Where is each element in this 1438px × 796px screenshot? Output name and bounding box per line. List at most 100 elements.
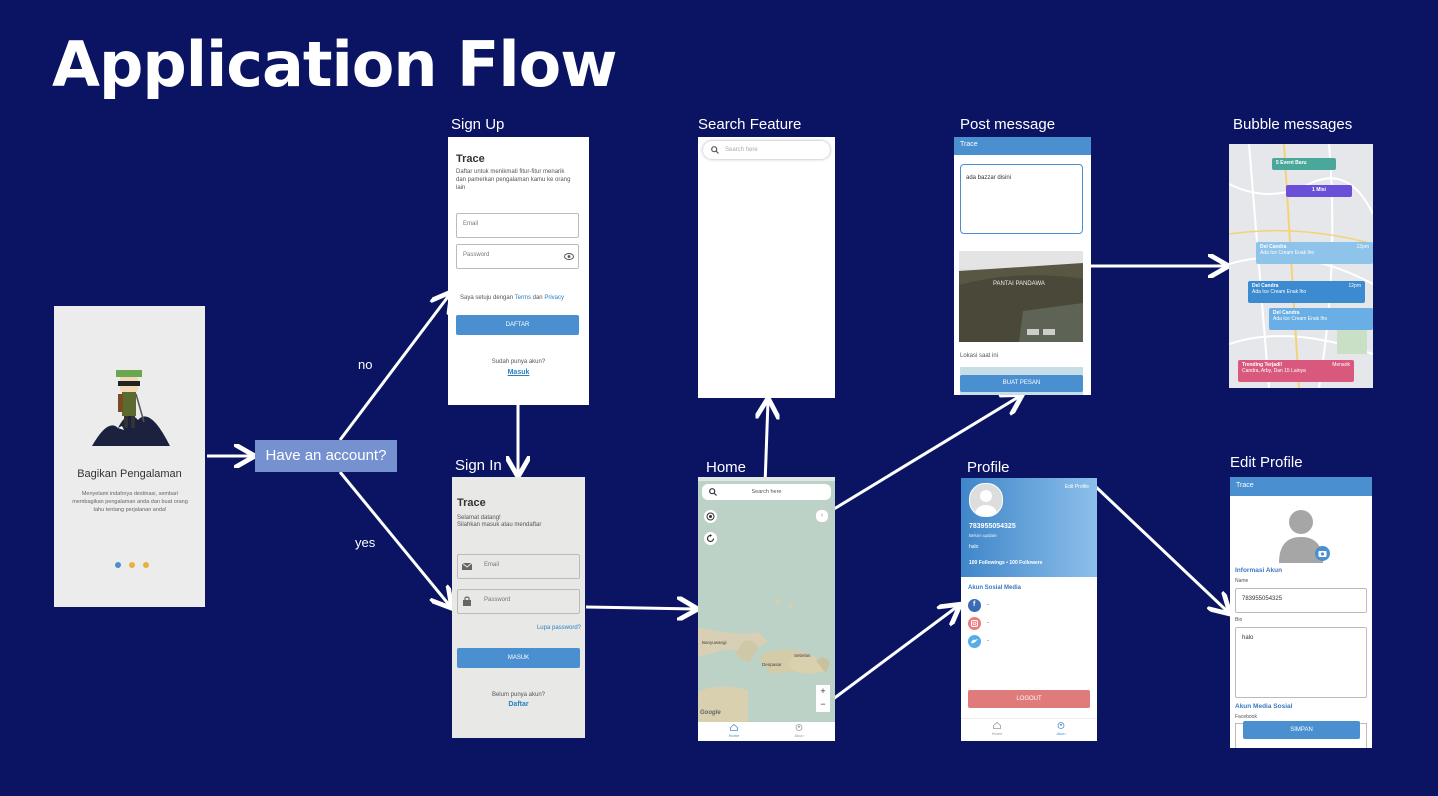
avatar-placeholder-icon — [975, 490, 997, 516]
signin-app-name: Trace — [457, 497, 486, 509]
label-edit-profile: Edit Profile — [1230, 454, 1303, 471]
social-media-title: Akun Sosial Media — [968, 585, 1022, 591]
instagram-icon[interactable] — [968, 617, 981, 630]
onboarding-dot-1[interactable] — [115, 562, 121, 568]
label-sign-up: Sign Up — [451, 116, 505, 133]
home-search-bar[interactable]: Search here — [702, 484, 831, 500]
signin-password-field[interactable]: Password — [457, 589, 580, 614]
zoom-in-button[interactable]: + — [820, 686, 826, 696]
onboarding-heading: Bagikan Pengalaman — [77, 468, 182, 480]
bubble-trending-text: Candra, Arby, Dan 15 Lainya — [1242, 368, 1306, 374]
bio-label: Bio — [1235, 617, 1243, 623]
signup-agree-text: Saya setuju dengan Terms dan Privacy — [460, 295, 564, 301]
bubble-3-text: Ada Ice Cream Enak lho — [1273, 316, 1328, 322]
bio-field[interactable]: halo — [1235, 627, 1367, 698]
logout-button[interactable]: LOGOUT — [968, 690, 1090, 708]
account-info-title: Informasi Akun — [1235, 567, 1283, 574]
edit-avatar-placeholder — [1279, 510, 1323, 563]
facebook-label: Facebook — [1235, 714, 1257, 720]
social-media-section-title: Akun Media Sosial — [1235, 703, 1293, 710]
label-search-feature: Search Feature — [698, 116, 802, 133]
bubble-trending-time: Menarik — [1332, 362, 1350, 368]
signup-screen: Trace Daftar untuk menikmati fitur-fitur… — [448, 137, 589, 405]
name-field[interactable]: 783955054325 — [1235, 588, 1367, 613]
masuk-link[interactable]: Masuk — [507, 369, 530, 376]
instagram-value: - — [987, 620, 989, 626]
onboarding-dot-3[interactable] — [143, 562, 149, 568]
arrow-signin-to-home — [585, 607, 695, 609]
nav-home-label: Home — [728, 733, 740, 738]
google-logo: Google — [700, 710, 721, 716]
home-bottom-nav: Home Akun — [698, 722, 835, 741]
eye-icon[interactable] — [564, 253, 574, 260]
privacy-link[interactable]: Privacy — [544, 295, 564, 301]
post-app-bar: Trace — [954, 137, 1091, 155]
arrow-home-to-search — [765, 401, 768, 486]
map-view[interactable] — [698, 477, 835, 722]
edit-profile-link[interactable]: Edit Profile — [1064, 484, 1089, 490]
collapse-arrow-icon[interactable]: ‹ — [815, 509, 829, 523]
terms-link[interactable]: Terms — [514, 295, 531, 301]
name-label: Name — [1235, 578, 1249, 584]
refresh-button[interactable] — [704, 532, 717, 545]
bubble-1-time: 12pm — [1356, 244, 1369, 250]
onboarding-dot-2[interactable] — [129, 562, 135, 568]
label-profile: Profile — [967, 459, 1010, 476]
profile-status: Belum update — [969, 533, 997, 538]
mail-icon — [462, 563, 472, 570]
profile-nav-home-label: Home — [991, 731, 1003, 736]
forgot-password-link[interactable]: Lupa password? — [536, 625, 581, 631]
onboarding-description: Menyelami indahnya destinasi, sembari me… — [72, 491, 188, 513]
label-home: Home — [706, 459, 747, 476]
daftar-link[interactable]: Daftar — [508, 701, 529, 708]
arrow-home-to-post — [828, 396, 1020, 514]
bubble-1-text: Ada Ice Cream Enak lho — [1260, 250, 1315, 256]
search-icon — [711, 146, 719, 154]
profile-bottom-nav: Home Akun — [961, 718, 1097, 741]
twitter-icon[interactable] — [968, 635, 981, 648]
profile-nav-home[interactable]: Home — [986, 721, 1008, 736]
bubble-mission[interactable]: 1 Misi — [1286, 185, 1352, 197]
daftar-button[interactable]: DAFTAR — [456, 315, 579, 335]
followings-count[interactable]: 100 Followings — [969, 560, 1005, 566]
zoom-controls: + − — [816, 685, 830, 712]
current-location-label: Lokasi saat ini — [960, 353, 999, 359]
profile-home-icon — [993, 721, 1001, 729]
followers-count[interactable]: 100 Followers — [1009, 560, 1043, 566]
profile-screen: Edit Profile 783955054325 Belum update h… — [961, 478, 1097, 741]
profile-nav-account[interactable]: Akun — [1050, 722, 1072, 736]
signin-no-account: Belum punya akun? — [491, 692, 546, 698]
search-bar[interactable]: Search here — [703, 141, 830, 159]
nav-home[interactable]: Home — [723, 723, 745, 738]
simpan-button[interactable]: SIMPAN — [1243, 721, 1360, 739]
camera-icon[interactable] — [1315, 546, 1330, 561]
facebook-icon[interactable]: f — [968, 599, 981, 612]
label-no: no — [358, 357, 373, 372]
bubble-map[interactable] — [1229, 144, 1373, 388]
bubble-mission-title: 1 Misi — [1312, 187, 1326, 193]
signup-password-field[interactable]: Password — [456, 244, 579, 269]
search-screen: Search here — [698, 137, 835, 398]
bubble-events[interactable]: 5 Event Baru — [1272, 158, 1336, 170]
nav-account[interactable]: Akun — [788, 724, 810, 738]
user-icon — [795, 724, 803, 731]
bubble-3-title: Del Candra — [1273, 310, 1300, 316]
message-textarea[interactable]: ada bazzar disini — [960, 164, 1083, 234]
decision-box: Have an account? — [255, 440, 397, 472]
map-label-1: Banyuwangi — [702, 640, 727, 645]
lock-icon — [463, 596, 471, 606]
signup-email-field[interactable]: Email — [456, 213, 579, 238]
zoom-out-button[interactable]: − — [820, 699, 826, 709]
buat-pesan-button[interactable]: BUAT PESAN — [960, 375, 1083, 392]
bubble-trending-title: Trending Terjadi! — [1242, 362, 1283, 368]
location-button[interactable] — [704, 510, 717, 523]
profile-follow-stats: 100 Followings • 100 Followers — [969, 560, 1042, 566]
signin-email-field[interactable]: Email — [457, 554, 580, 579]
bubble-2-time: 12pm — [1348, 283, 1361, 289]
masuk-button[interactable]: MASUK — [457, 648, 580, 668]
